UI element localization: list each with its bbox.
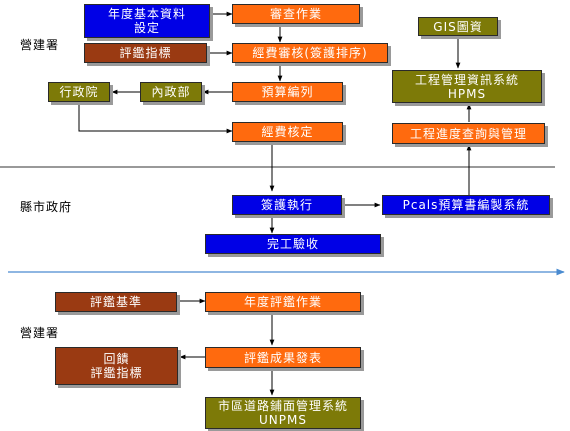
annual-eval-box: 年度評鑑作業 [205,292,361,312]
feedback-box: 回饋 評鑑指標 [55,347,178,385]
completion-box: 完工驗收 [205,234,381,254]
gis-box: GIS圖資 [418,17,498,36]
execution-box: 簽護執行 [232,195,342,215]
section-label-county: 縣市政府 [20,200,73,214]
eval-standard-box: 評鑑基準 [55,292,177,312]
section-label-cpami-bottom: 營建署 [20,326,60,340]
section-label-cpami-top: 營建署 [20,38,60,52]
unpms-box: 市區道路鋪面管理系統 UNPMS [205,397,361,429]
eval-indicator-box: 評鑑指標 [84,43,207,63]
review-work-box: 審查作業 [232,4,360,24]
annual-data-box: 年度基本資料 設定 [84,4,210,38]
hpms-box: 工程管理資訊系統 HPMS [392,70,542,103]
progress-mgmt-box: 工程進度查詢與管理 [392,123,545,144]
arrow-executive-to-approve [78,102,233,134]
budget-review-box: 經費審核(簽護排序) [232,43,388,63]
executive-yuan-box: 行政院 [48,82,110,102]
eval-results-box: 評鑑成果發表 [205,347,361,368]
pcals-box: Pcals預算書編製系統 [382,195,550,215]
interior-ministry-box: 內政部 [140,82,202,102]
budget-prep-box: 預算編列 [232,82,343,102]
budget-approve-box: 經費核定 [232,122,343,142]
